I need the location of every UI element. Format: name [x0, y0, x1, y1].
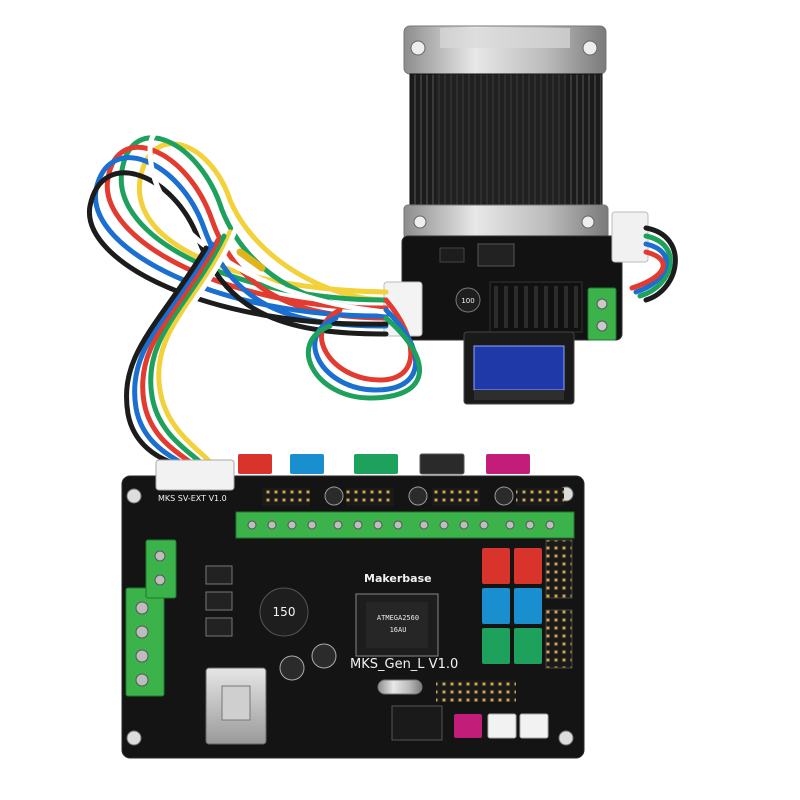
connector-black [419, 453, 465, 475]
connector-white [487, 713, 517, 739]
driver-motor-connector [611, 211, 649, 263]
mosfet [205, 565, 233, 585]
pin-header [346, 488, 394, 506]
inductor-label: 150 [273, 605, 296, 619]
electrolytic-capacitor [279, 655, 305, 681]
mounting-hole-icon [558, 730, 574, 746]
mosfet [205, 591, 233, 611]
connector-green [354, 454, 398, 474]
servo-driver-module: 100 [383, 211, 649, 405]
oled-display [463, 331, 575, 405]
crystal [377, 679, 423, 695]
aux-terminal [145, 539, 177, 599]
motor-bottom-flange [403, 204, 609, 240]
driver-capacitor [455, 287, 481, 313]
pin-header [262, 488, 310, 506]
screw-icon [582, 40, 598, 56]
mounting-hole-icon [126, 488, 142, 504]
motor-terminal-strip [235, 511, 575, 539]
pin-header [432, 488, 480, 506]
mcu-line-1: ATMEGA2560 [377, 614, 419, 622]
screw-icon [413, 215, 427, 229]
mounting-hole-icon [126, 730, 142, 746]
inductor [259, 587, 309, 637]
mosfet [205, 617, 233, 637]
pin-header [436, 680, 516, 702]
connector-red [238, 454, 272, 474]
connector-blue [514, 588, 542, 624]
connector-blue [482, 588, 510, 624]
wire-harness [87, 123, 678, 465]
connector-green [514, 628, 542, 664]
pin-header [516, 488, 564, 506]
connector-red [482, 548, 510, 584]
boxed-header [391, 705, 443, 741]
board-model-label: MKS_Gen_L V1.0 [350, 657, 458, 672]
usb-port [205, 667, 267, 745]
controller-board: MKS SV-EXT V1.0 [121, 453, 585, 759]
brand-label: Makerbase [364, 572, 432, 585]
connector-green [482, 628, 510, 664]
driver-chip [477, 243, 515, 267]
sv-ext-connector [155, 459, 235, 491]
sv-ext-label: MKS SV-EXT V1.0 [158, 494, 227, 503]
power-terminal [125, 587, 165, 697]
mcu-line-2: 16AU [390, 626, 407, 634]
connector-magenta [454, 714, 482, 738]
heatsink [489, 281, 583, 333]
connector-blue [290, 454, 324, 474]
electrolytic-capacitor [311, 643, 337, 669]
exp-header [545, 539, 573, 599]
driver-power-terminal [587, 287, 617, 341]
stepper-motor [403, 25, 609, 240]
screw-icon [410, 40, 426, 56]
connector-white [519, 713, 549, 739]
driver-cap-label: 100 [461, 297, 474, 305]
connector-magenta [486, 454, 530, 474]
screw-icon [581, 215, 595, 229]
connector-red [514, 548, 542, 584]
exp-header [545, 609, 573, 669]
terminal-screws [247, 520, 555, 530]
mcu-chip: ATMEGA2560 16AU [355, 593, 439, 657]
